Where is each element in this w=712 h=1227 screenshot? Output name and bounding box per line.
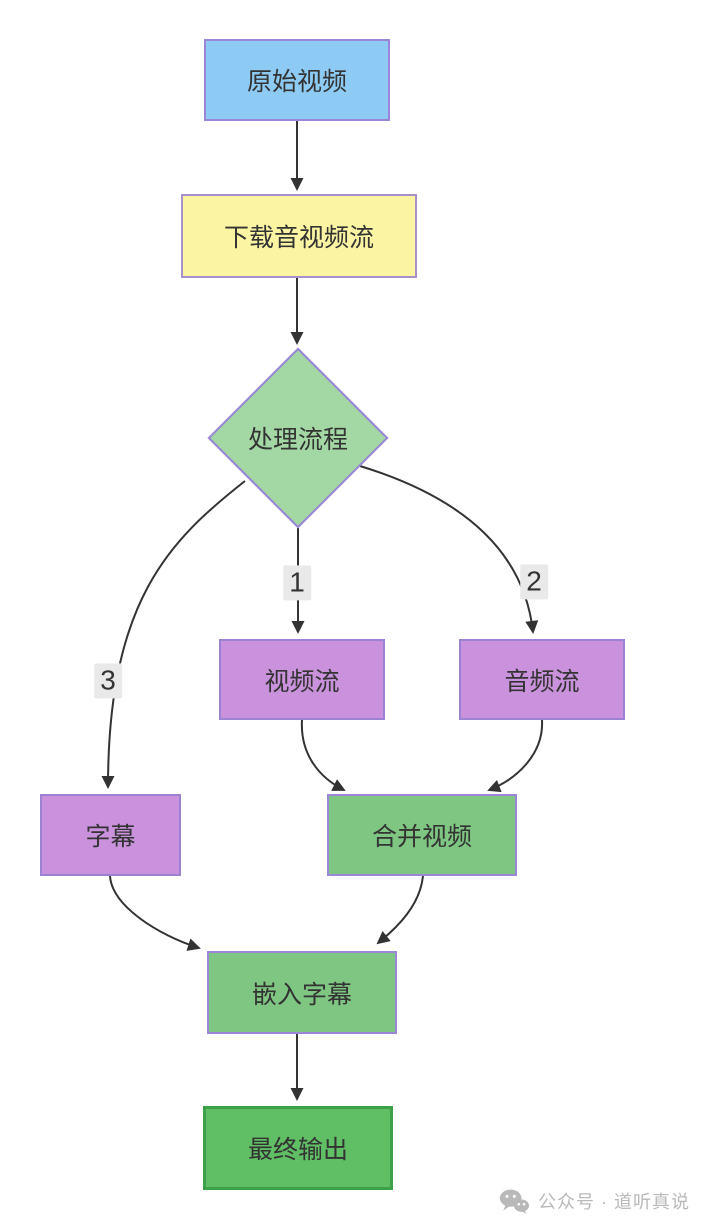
- node-final-output-label: 最终输出: [247, 1136, 348, 1164]
- edge-audiostream-to-merge: [487, 719, 544, 793]
- edge-videostream-to-merge: [300, 719, 346, 791]
- node-audio-stream-label: 音频流: [504, 667, 580, 696]
- node-video-stream-label: 视频流: [264, 667, 340, 696]
- node-process-flow-label: 处理流程: [247, 426, 348, 454]
- node-original-video: 原始视频: [204, 39, 390, 121]
- watermark: 公众号 · 道听真说: [499, 1188, 690, 1214]
- node-embed-subtitles-label: 嵌入字幕: [251, 980, 352, 1009]
- node-audio-stream: 音频流: [459, 639, 625, 720]
- edge-label-3: 3: [94, 663, 122, 699]
- node-subtitles: 字幕: [40, 794, 181, 876]
- node-embed-subtitles: 嵌入字幕: [207, 951, 397, 1034]
- node-subtitles-label: 字幕: [85, 823, 136, 851]
- wechat-icon: [499, 1189, 529, 1214]
- edge-subtitles-to-embed: [109, 875, 201, 951]
- edge-label-2: 2: [520, 564, 548, 600]
- node-original-video-label: 原始视频: [246, 68, 347, 96]
- watermark-text: 公众号 · 道听真说: [538, 1192, 690, 1212]
- edge-merge-to-embed: [376, 875, 424, 945]
- node-final-output: 最终输出: [203, 1106, 393, 1190]
- node-video-stream: 视频流: [219, 639, 385, 720]
- node-merge-video: 合并视频: [327, 794, 517, 876]
- node-merge-video-label: 合并视频: [371, 823, 472, 851]
- node-download-streams-label: 下载音视频流: [223, 224, 374, 252]
- edge-label-1: 1: [283, 565, 311, 601]
- node-download-streams: 下载音视频流: [181, 194, 417, 278]
- node-process-flow: 处理流程: [207, 347, 389, 529]
